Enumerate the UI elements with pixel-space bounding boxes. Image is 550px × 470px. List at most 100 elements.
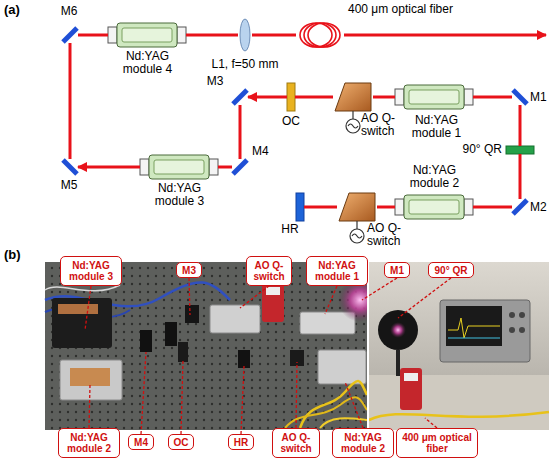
callout-text: OC	[174, 437, 189, 448]
component-label: Nd:YAG module 2	[407, 164, 462, 190]
laser-beam	[519, 154, 522, 199]
laser-beam	[239, 105, 242, 159]
component-label: 90° QR	[452, 143, 502, 156]
optical-fiber: 400 μm optical fiber	[296, 21, 344, 49]
component-label: Nd:YAG module 3	[152, 182, 207, 208]
mirror-shape	[512, 199, 528, 215]
component-label: Nd:YAG module 4	[120, 50, 175, 76]
callout-text: 400 μm optical fiber	[398, 432, 476, 454]
ao-q-switch-shape	[337, 192, 377, 222]
callout-text: M4	[134, 437, 148, 448]
mirror: M2	[512, 199, 528, 215]
laser-beam	[377, 206, 395, 209]
callout-label: M3	[176, 262, 202, 278]
callout-text: Nd:YAG module 3	[62, 260, 120, 282]
laser-beam	[295, 96, 333, 99]
high-reflector: HR	[296, 193, 304, 221]
component-label: M5	[54, 179, 84, 192]
quartz-rotator: 90° QR	[506, 146, 534, 154]
component-label: AO Q-switch	[367, 222, 417, 248]
component-label: OC	[279, 115, 303, 128]
callout-text: Nd:YAG module 2	[60, 432, 118, 454]
callout-label: 400 μm optical fiber	[396, 428, 478, 458]
mirror-shape	[62, 159, 78, 175]
panel-label: (a)	[4, 2, 20, 17]
callout-label: Nd:YAG module 2	[58, 428, 120, 458]
nd-yag-module: Nd:YAG module 3	[140, 154, 218, 180]
laser-beam	[473, 206, 512, 209]
component-label: M2	[530, 201, 550, 214]
component-label: Nd:YAG module 1	[409, 114, 464, 140]
panel-label: (b)	[4, 247, 21, 262]
mirror-shape	[232, 159, 248, 175]
laser-beam	[69, 43, 72, 159]
photo-left	[45, 262, 382, 430]
callout-label: 90° QR	[428, 262, 474, 278]
ao-q-switch: AO Q-switch	[333, 82, 373, 112]
mirror: M3	[232, 89, 248, 105]
callout-text: M1	[390, 265, 404, 276]
callout-label: Nd:YAG module 3	[60, 256, 122, 286]
component-label: M1	[530, 91, 550, 104]
component-label: 400 μm optical fiber	[348, 3, 498, 16]
callout-label: M1	[384, 262, 410, 278]
output-beam	[344, 34, 546, 37]
ao-q-switch-shape	[333, 82, 373, 112]
callout-text: Nd:YAG module 2	[334, 432, 392, 454]
laser-beam	[248, 96, 287, 99]
lens: L1, f=50 mm	[238, 18, 252, 52]
laser-beam	[373, 96, 395, 99]
component-label: HR	[278, 223, 302, 236]
callout-text: AO Q-switch	[274, 432, 318, 454]
nd-yag-module: Nd:YAG module 1	[395, 84, 473, 110]
optical-fiber-shape	[296, 21, 344, 49]
laser-beam	[252, 34, 296, 37]
callout-label: AO Q-switch	[272, 428, 320, 458]
laser-beam	[473, 96, 512, 99]
mirror: M5	[62, 159, 78, 175]
leader-lines	[85, 278, 451, 434]
photo-right	[368, 262, 549, 430]
component-label: M3	[202, 75, 228, 88]
component-label: L1, f=50 mm	[200, 58, 290, 71]
callout-label: HR	[228, 434, 254, 450]
high-reflector-shape	[296, 193, 304, 221]
callout-label: Nd:YAG module 2	[332, 428, 394, 458]
mirror-shape	[62, 27, 78, 43]
callout-label: M4	[128, 434, 154, 450]
quartz-rotator-shape	[506, 146, 534, 154]
component-label: M6	[54, 5, 84, 18]
component-label: AO Q-switch	[361, 112, 411, 138]
callout-label: OC	[168, 434, 194, 450]
mirror: M1	[512, 89, 528, 105]
nd-yag-module-shape	[108, 22, 186, 48]
mirror: M6	[62, 27, 78, 43]
callout-label: Nd:YAG module 1	[306, 256, 368, 286]
callout-text: 90° QR	[435, 265, 468, 276]
component-label: M4	[252, 145, 278, 158]
output-coupler: OC	[287, 83, 295, 111]
nd-yag-module-shape	[395, 194, 473, 220]
laser-beam	[186, 34, 238, 37]
laser-beam	[218, 166, 232, 169]
callout-text: Nd:YAG module 1	[308, 260, 366, 282]
laser-beam	[304, 206, 337, 209]
laser-beam	[519, 105, 522, 146]
callout-text: AO Q-switch	[248, 260, 290, 282]
callout-text: HR	[234, 437, 248, 448]
nd-yag-module: Nd:YAG module 2	[395, 194, 473, 220]
laser-beam	[78, 34, 108, 37]
mirror-shape	[232, 89, 248, 105]
nd-yag-module-shape	[140, 154, 218, 180]
mirror: M4	[232, 159, 248, 175]
callout-label: AO Q-switch	[246, 256, 292, 286]
lens-shape	[238, 18, 252, 52]
nd-yag-module-shape	[395, 84, 473, 110]
nd-yag-module: Nd:YAG module 4	[108, 22, 186, 48]
output-coupler-shape	[287, 83, 295, 111]
laser-beam	[78, 166, 140, 169]
mirror-shape	[512, 89, 528, 105]
callout-text: M3	[182, 265, 196, 276]
